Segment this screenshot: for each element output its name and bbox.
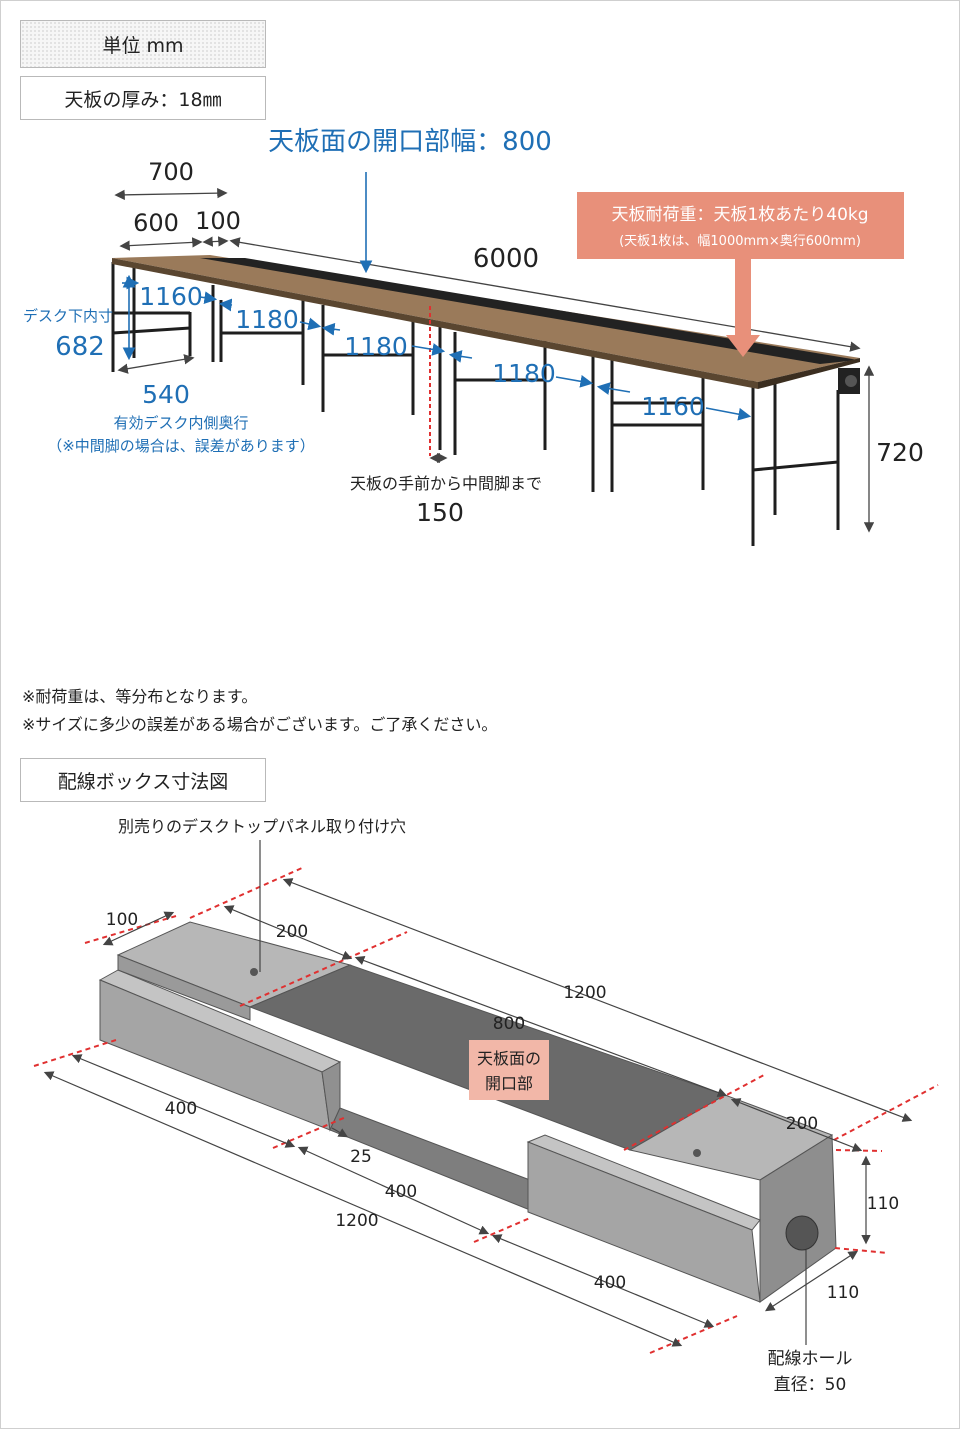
panel-hole-label: 別売りのデスクトップパネル取り付け穴 <box>118 817 406 836</box>
under-label: デスク下内寸 <box>23 307 113 325</box>
under-value: 682 <box>55 332 105 362</box>
note-load: ※耐荷重は、等分布となります。 <box>22 687 258 706</box>
load-title: 天板耐荷重：天板1枚あたり40kg <box>611 205 868 225</box>
cable-box-diagram: 天板面の 開口部 別売りのデスクトップパネル取り付け穴 100 200 1200 <box>33 817 939 1395</box>
middle-leg-value: 150 <box>416 498 464 527</box>
blue-dimension-lines <box>122 172 752 421</box>
opening-width-label: 天板面の開口部幅：800 <box>268 127 552 157</box>
box-dim-1200-bottom: 1200 <box>335 1211 378 1231</box>
leg-gap-5: 1160 <box>641 392 705 421</box>
dimension-lines <box>114 187 875 533</box>
unit-label-text: 単位 mm <box>102 34 184 57</box>
load-arrow-shaft <box>735 259 751 339</box>
dim-600: 600 <box>133 209 179 237</box>
middle-leg-label: 天板の手前から中間脚まで <box>350 474 542 493</box>
desk-diagram: 天板耐荷重：天板1枚あたり40kg (天板1枚は、幅1000mm×奥行600mm… <box>23 127 924 546</box>
panel-hole-left <box>250 968 258 976</box>
thickness-label-text: 天板の厚み：18㎜ <box>64 88 222 111</box>
dim-100: 100 <box>195 207 241 235</box>
leg-gap-1: 1160 <box>139 282 203 311</box>
box-dim-1200-top: 1200 <box>563 983 606 1003</box>
box-dim-400-mid: 400 <box>385 1182 417 1202</box>
box-dimension-lines <box>43 840 913 1347</box>
box-dim-400-right: 400 <box>594 1273 626 1293</box>
box-dim-200-right: 200 <box>786 1114 818 1134</box>
panel-hole-right <box>693 1149 701 1157</box>
hole-label-1: 配線ホール <box>768 1349 853 1369</box>
opening-label-1: 天板面の <box>477 1049 541 1068</box>
box-dim-400-left: 400 <box>165 1099 197 1119</box>
box-dim-110-h: 110 <box>867 1194 899 1214</box>
hole-label-2: 直径：50 <box>774 1375 847 1395</box>
leg-gap-2: 1180 <box>235 305 299 334</box>
box-dim-800: 800 <box>493 1014 525 1034</box>
leg-gap-4: 1180 <box>492 359 556 388</box>
thickness-label: 天板の厚み：18㎜ <box>20 76 266 120</box>
box-dim-200-left: 200 <box>276 922 308 942</box>
height-value: 720 <box>876 438 924 467</box>
leg-gap-3: 1180 <box>344 332 408 361</box>
load-sub: (天板1枚は、幅1000mm×奥行600mm) <box>619 234 861 249</box>
depth-value: 540 <box>142 380 190 409</box>
cable-box-title: 配線ボックス寸法図 <box>20 758 266 802</box>
depth-note: （※中間脚の場合は、誤差があります） <box>47 437 315 455</box>
box-dim-110-w: 110 <box>827 1283 859 1303</box>
dim-6000: 6000 <box>473 244 539 274</box>
load-callout <box>577 192 904 259</box>
load-arrow-head <box>726 335 760 357</box>
box-dim-25: 25 <box>350 1147 372 1167</box>
depth-label: 有効デスク内側奥行 <box>113 414 248 432</box>
cable-box-title-text: 配線ボックス寸法図 <box>57 770 229 793</box>
cable-hole <box>785 1215 819 1251</box>
opening-label-2: 開口部 <box>485 1074 533 1093</box>
note-size: ※サイズに多少の誤差がある場合がございます。ご了承ください。 <box>22 715 498 734</box>
dim-700: 700 <box>148 158 194 186</box>
unit-label: 単位 mm <box>20 20 266 68</box>
box-dim-100: 100 <box>106 910 138 930</box>
